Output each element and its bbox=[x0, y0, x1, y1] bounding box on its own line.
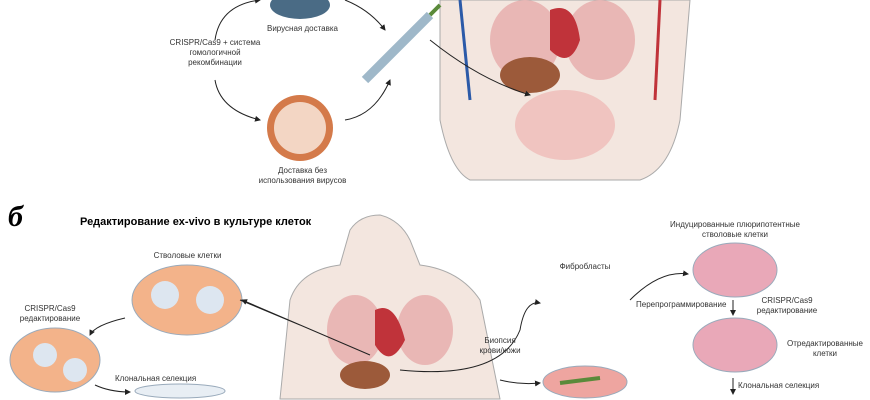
virus-icon bbox=[270, 0, 330, 19]
panel-letter: б bbox=[8, 200, 23, 233]
label-stem-cells: Стволовые клетки bbox=[153, 251, 222, 260]
dish-edited-stem bbox=[9, 327, 101, 393]
label-crispr-edit: CRISPR/Cas9 редактирование bbox=[19, 304, 81, 323]
body-figure-top bbox=[439, 0, 691, 181]
label-edited: Отредактированные клетки bbox=[787, 339, 863, 358]
dish-clonal bbox=[134, 383, 226, 399]
syringe-icon bbox=[361, 3, 442, 84]
dish-green-cells bbox=[542, 365, 628, 399]
label-crispr-hr: CRISPR/Cas9 + система гомологичной реком… bbox=[169, 38, 261, 67]
panel-title: Редактирование ex-vivo в культуре клеток bbox=[80, 216, 312, 228]
label-ipsc: Индуцированные плюрипотентные стволовые … bbox=[670, 220, 800, 239]
label-nonviral: Доставка без использования вирусов bbox=[258, 166, 347, 185]
label-clonal: Клональная селекция bbox=[115, 374, 197, 383]
dish-ipsc bbox=[692, 242, 778, 298]
label-viral-delivery: Вирусная доставка bbox=[266, 24, 338, 33]
dish-edited bbox=[692, 317, 778, 373]
label-crispr-edit2: CRISPR/Cas9 редактирование bbox=[756, 296, 818, 315]
label-biopsy: Биопсия крови/кожи bbox=[479, 336, 521, 355]
label-reprogramming: Перепрограммирование bbox=[636, 300, 727, 309]
label-fibroblasts: Фибробласты bbox=[559, 262, 611, 271]
body-figure-bottom bbox=[279, 214, 501, 400]
label-clonal2: Клональная селекция bbox=[738, 381, 820, 390]
dish-stem-cells bbox=[131, 264, 243, 336]
